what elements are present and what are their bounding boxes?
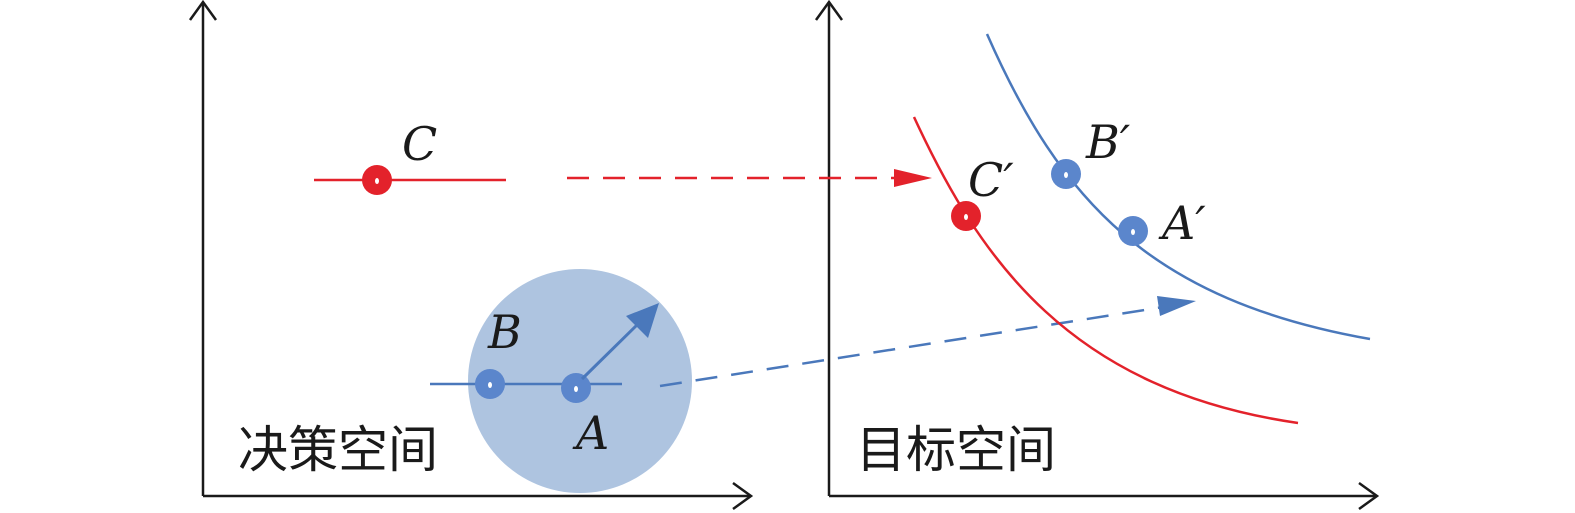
decision-x-arrowhead [732,481,754,511]
point-a-label: A [572,406,609,460]
point-b-label: B [487,305,522,359]
radius-arrow [580,320,642,381]
objective-x-arrowhead [1358,481,1380,511]
objective-y-arrowhead [814,0,844,21]
point-a-prime-center [1131,229,1135,235]
point-c-center [375,178,379,184]
point-b-prime-center [1064,172,1068,178]
point-c-prime-label: C′ [968,153,1014,207]
red-mapping-arrowhead [894,169,932,187]
radius-arrowhead [626,303,659,338]
red-front-curve [912,116,1299,425]
point-b-prime-label: B′ [1085,115,1131,169]
decision-space-title: 决策空间 [238,421,438,479]
point-c-prime-center [964,214,968,220]
blue-mapping-arrowhead [1157,296,1196,316]
blue-mapping-arrow [659,304,1171,388]
blue-front-curve [985,33,1371,341]
point-a-prime-label: A′ [1158,196,1206,250]
objective-space-title: 目标空间 [856,421,1056,479]
point-b-center [488,382,492,388]
decision-space-axes [188,0,754,511]
decision-y-arrowhead [188,0,218,21]
objective-space-axes [814,0,1380,511]
point-c-label: C [402,117,437,171]
point-a-center [574,386,578,392]
